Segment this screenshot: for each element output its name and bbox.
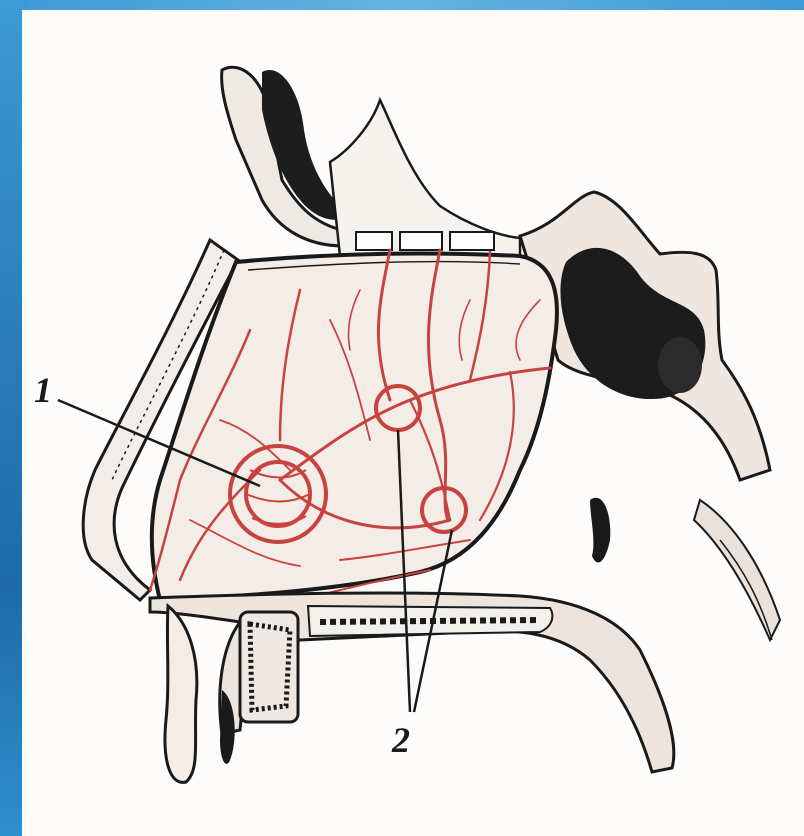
label-2: 2 xyxy=(392,722,410,758)
cribriform-plate xyxy=(330,100,520,256)
soft-palate xyxy=(590,498,780,640)
frontal-sinus xyxy=(222,67,350,246)
columella xyxy=(165,606,235,782)
sphenoid-sinus xyxy=(520,192,770,480)
label-1: 1 xyxy=(34,372,52,408)
